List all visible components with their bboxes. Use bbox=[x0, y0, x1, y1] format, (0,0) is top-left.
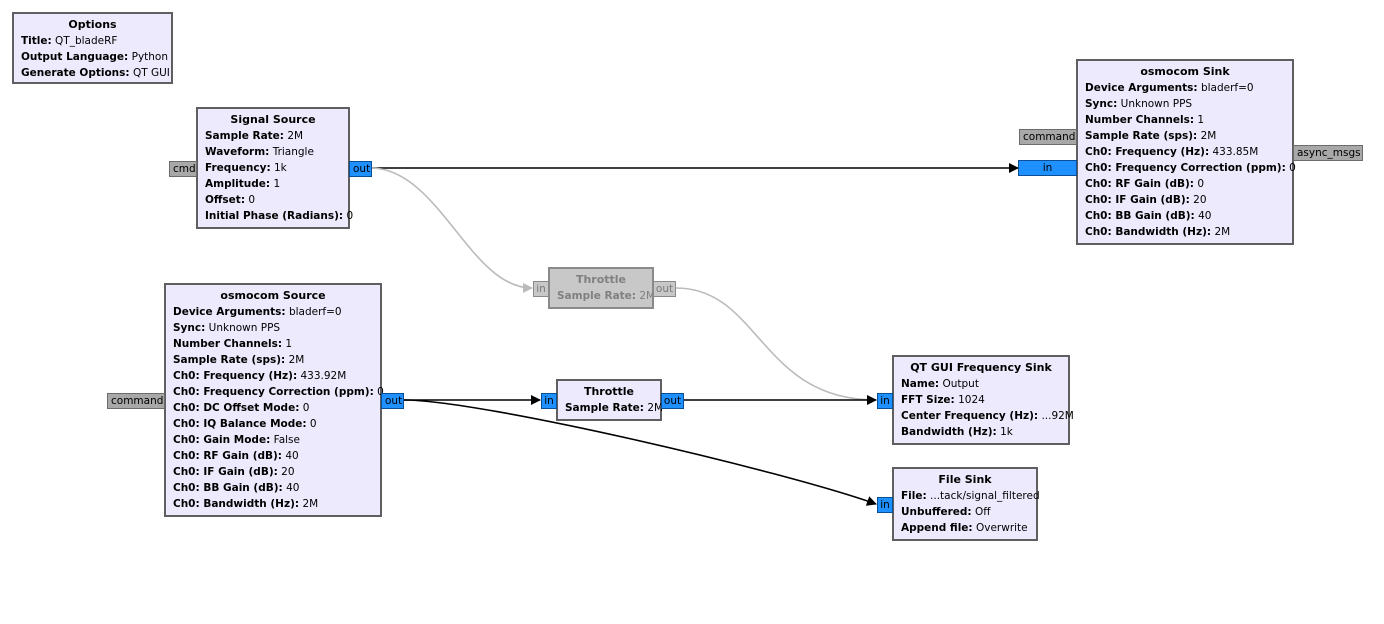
block-title: QT GUI Frequency Sink bbox=[910, 361, 1052, 374]
wire-throttle-disabled-to-freq-sink[interactable] bbox=[675, 287, 877, 405]
param-row: Ch0: Frequency Correction (ppm): 0 bbox=[1085, 162, 1296, 174]
param-row: Ch0: RF Gain (dB): 40 bbox=[173, 450, 299, 462]
param-row: Ch0: Bandwidth (Hz): 2M bbox=[173, 498, 319, 510]
param-row: Output Language: Python bbox=[21, 51, 169, 63]
osmocom-source-out-port[interactable]: out bbox=[381, 393, 404, 409]
param-row: Bandwidth (Hz): 1k bbox=[901, 426, 1013, 438]
param-row: File: ...tack/signal_filtered bbox=[901, 490, 1040, 502]
param-row: Ch0: BB Gain (dB): 40 bbox=[173, 482, 300, 494]
wire-osmocom-source-to-file-sink[interactable] bbox=[403, 399, 877, 506]
param-row: Amplitude: 1 bbox=[205, 178, 281, 190]
throttle-disabled-out-port[interactable]: out bbox=[653, 281, 676, 297]
qt-freq-sink-in-port[interactable]: in bbox=[877, 393, 893, 409]
file-sink-in-port[interactable]: in bbox=[877, 497, 893, 513]
param-row: FFT Size: 1024 bbox=[901, 394, 985, 406]
osmocom-source-command-port[interactable]: command bbox=[107, 393, 165, 409]
param-row: Ch0: Frequency Correction (ppm): 0 bbox=[173, 386, 384, 398]
block-title: osmocom Source bbox=[220, 289, 326, 302]
param-row: Append file: Overwrite bbox=[901, 522, 1028, 534]
throttle-disabled-in-port[interactable]: in bbox=[533, 281, 549, 297]
param-row: Ch0: BB Gain (dB): 40 bbox=[1085, 210, 1212, 222]
param-row: Ch0: DC Offset Mode: 0 bbox=[173, 402, 310, 414]
osmocom-sink-block[interactable]: osmocom Sink Device Arguments: bladerf=0… bbox=[1076, 59, 1296, 245]
block-title: Signal Source bbox=[230, 113, 316, 126]
param-row: Ch0: Bandwidth (Hz): 2M bbox=[1085, 226, 1231, 238]
block-title: File Sink bbox=[938, 473, 992, 486]
block-title: Options bbox=[68, 18, 117, 31]
param-row: Device Arguments: bladerf=0 bbox=[1085, 82, 1254, 94]
param-row: Sample Rate (sps): 2M bbox=[173, 354, 305, 366]
param-row: Sample Rate (sps): 2M bbox=[1085, 130, 1217, 142]
param-row: Sync: Unknown PPS bbox=[173, 322, 281, 334]
param-row: Name: Output bbox=[901, 378, 979, 390]
param-row: Ch0: Frequency (Hz): 433.92M bbox=[173, 370, 347, 382]
wire-signal-source-to-throttle-disabled[interactable] bbox=[371, 167, 533, 293]
throttle-out-port[interactable]: out bbox=[661, 393, 684, 409]
throttle-disabled-block[interactable]: Throttle Sample Rate: 2M bbox=[548, 267, 656, 309]
osmocom-sink-async-msgs-port[interactable]: async_msgs bbox=[1293, 145, 1363, 161]
param-row: Ch0: Frequency (Hz): 433.85M bbox=[1085, 146, 1259, 158]
param-row: Ch0: IF Gain (dB): 20 bbox=[173, 466, 295, 478]
param-row: Offset: 0 bbox=[205, 194, 256, 206]
param-row: Unbuffered: Off bbox=[901, 506, 991, 518]
options-block[interactable]: Options Title: QT_bladeRF Output Languag… bbox=[12, 12, 173, 84]
param-row: Sample Rate: 2M bbox=[205, 130, 304, 142]
osmocom-sink-command-port[interactable]: command bbox=[1019, 129, 1077, 145]
signal-source-block[interactable]: Signal Source Sample Rate: 2M Waveform: … bbox=[196, 107, 354, 229]
throttle-block[interactable]: Throttle Sample Rate: 2M bbox=[556, 379, 664, 421]
param-row: Frequency: 1k bbox=[205, 162, 287, 174]
osmocom-sink-in-port[interactable]: in bbox=[1018, 160, 1077, 176]
param-row: Title: QT_bladeRF bbox=[21, 35, 118, 47]
param-row: Sample Rate: 2M bbox=[557, 290, 656, 302]
param-row: Ch0: RF Gain (dB): 0 bbox=[1085, 178, 1205, 190]
file-sink-block[interactable]: File Sink File: ...tack/signal_filtered … bbox=[892, 467, 1040, 541]
param-row: Ch0: IQ Balance Mode: 0 bbox=[173, 418, 317, 430]
param-row: Ch0: Gain Mode: False bbox=[173, 434, 300, 446]
param-row: Generate Options: QT GUI bbox=[21, 67, 170, 79]
throttle-in-port[interactable]: in bbox=[541, 393, 557, 409]
param-row: Number Channels: 1 bbox=[173, 338, 293, 350]
signal-source-cmd-port[interactable]: cmd bbox=[169, 161, 197, 177]
osmocom-source-block[interactable]: osmocom Source Device Arguments: bladerf… bbox=[164, 283, 384, 517]
param-row: Center Frequency (Hz): ...92M bbox=[901, 410, 1074, 422]
param-row: Sample Rate: 2M bbox=[565, 402, 664, 414]
param-row: Sync: Unknown PPS bbox=[1085, 98, 1193, 110]
param-row: Ch0: IF Gain (dB): 20 bbox=[1085, 194, 1207, 206]
param-row: Number Channels: 1 bbox=[1085, 114, 1205, 126]
qt-gui-frequency-sink-block[interactable]: QT GUI Frequency Sink Name: Output FFT S… bbox=[892, 355, 1074, 445]
signal-source-out-port[interactable]: out bbox=[349, 161, 372, 177]
block-title: osmocom Sink bbox=[1140, 65, 1230, 78]
block-title: Throttle bbox=[575, 273, 627, 286]
param-row: Initial Phase (Radians): 0 bbox=[205, 210, 354, 222]
param-row: Waveform: Triangle bbox=[205, 146, 314, 158]
block-title: Throttle bbox=[583, 385, 635, 398]
param-row: Device Arguments: bladerf=0 bbox=[173, 306, 342, 318]
